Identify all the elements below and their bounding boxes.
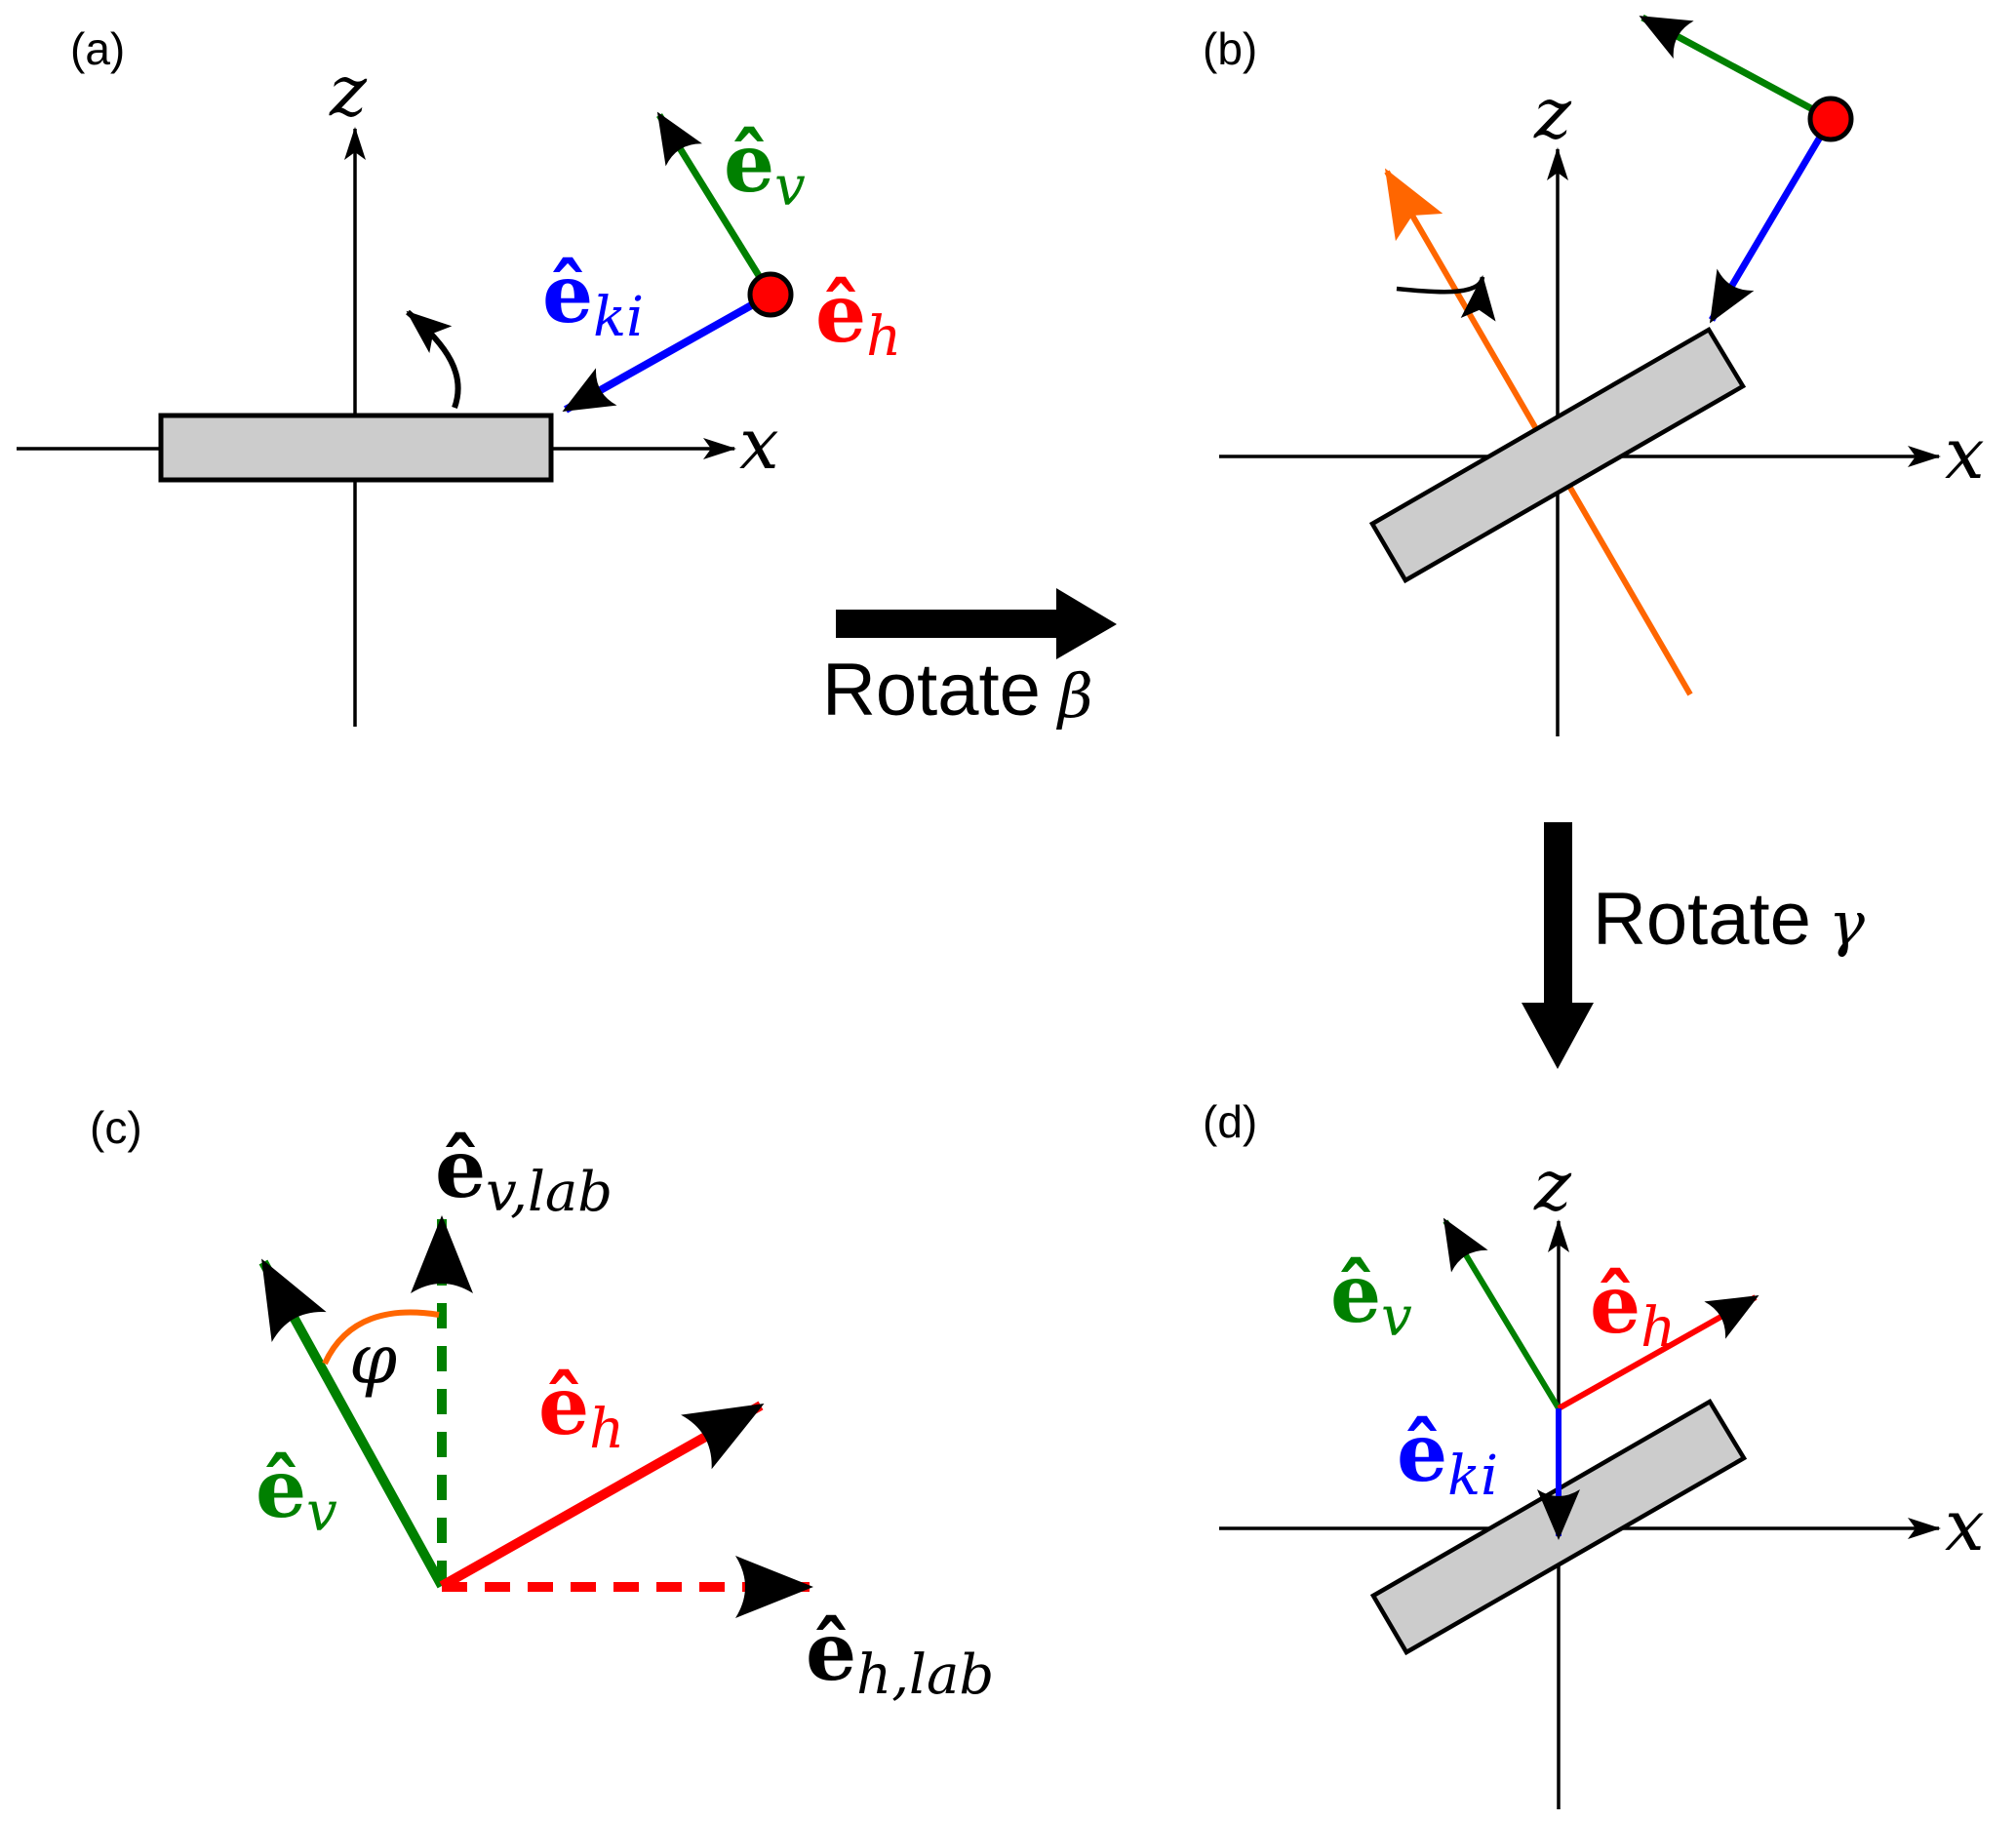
panel-c-vec-h-lab-label: êh,lab: [806, 1605, 994, 1707]
panel-b: (b) z x: [1203, 14, 1985, 736]
panel-a-plate: [158, 413, 554, 483]
panel-c-vec-h-arrow: [439, 1401, 765, 1591]
panel-c-angle-label: φ: [349, 1320, 397, 1400]
panel-b-plate: [1368, 326, 1747, 584]
panel-b-vec-h-dot: [1807, 96, 1854, 142]
panel-c-vec-v-arrow: [258, 1258, 447, 1589]
panel-a-x-label: x: [739, 403, 779, 485]
rotate-gamma-arrow: [1522, 822, 1594, 1069]
panel-d-vec-v-label: êv: [1330, 1247, 1412, 1349]
panel-b-rotation-curl-arrow: [1396, 275, 1496, 322]
panel-a: (a) z x êv êki êh: [17, 23, 901, 727]
panel-b-x-label: x: [1945, 413, 1985, 495]
panel-d-vec-ki-label: êki: [1397, 1406, 1498, 1508]
panel-a-vec-ki-arrow: [562, 291, 772, 414]
panel-c-angle-arc: [322, 1309, 440, 1366]
panel-c-vec-v-lab-label: êv,lab: [435, 1123, 613, 1224]
panel-a-vec-h-dot: [747, 271, 794, 318]
panel-c: (c) φ êv,lab êh,lab êh êv: [90, 1102, 994, 1707]
panel-d-z-label: z: [1533, 1144, 1572, 1226]
panel-d-vec-v-arrow: [1443, 1217, 1561, 1410]
panel-c-vec-v-label: êv: [256, 1443, 337, 1544]
panel-a-vec-h-label: êh: [815, 267, 901, 369]
panel-b-vec-ki-arrow: [1708, 117, 1835, 324]
panel-d-label: (d): [1203, 1096, 1257, 1147]
panel-a-vec-v-arrow: [656, 111, 773, 297]
panel-c-label: (c): [90, 1102, 142, 1153]
panel-a-rotation-curl-arrow: [406, 309, 461, 410]
panel-b-z-label: z: [1533, 72, 1572, 154]
panel-c-vec-h-label: êh: [538, 1360, 624, 1461]
panel-a-label: (a): [70, 23, 125, 74]
panel-d-x-label: x: [1945, 1485, 1985, 1566]
panel-a-vec-ki-label: êki: [542, 248, 644, 349]
panel-d-vec-h-arrow: [1557, 1294, 1759, 1411]
panel-d: (d) z x êv êh êki: [1203, 1096, 1985, 1809]
rotate-beta-arrow: [836, 588, 1117, 659]
panel-b-vec-v-arrow: [1639, 14, 1833, 123]
panel-a-vec-v-label: êv: [724, 117, 806, 218]
panel-b-label: (b): [1203, 23, 1257, 74]
panel-a-z-label: z: [329, 50, 368, 132]
panel-d-vec-h-label: êh: [1590, 1258, 1676, 1360]
